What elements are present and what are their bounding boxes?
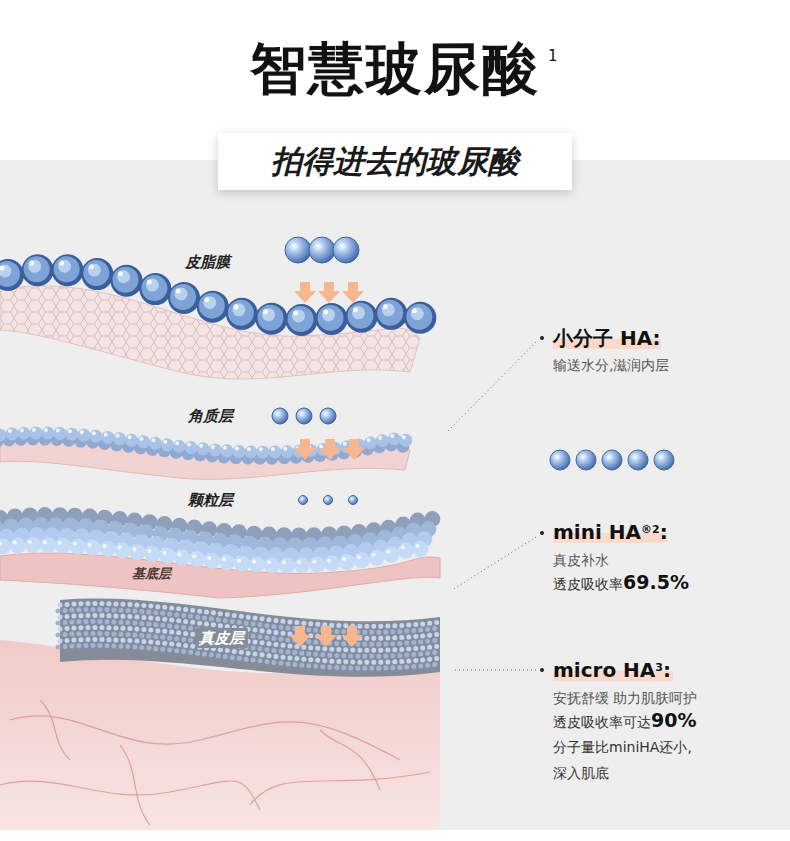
dermis-tissue-part-part — [0, 781, 260, 810]
heading-highlights — [553, 339, 673, 681]
mesh-layer-part-part — [60, 640, 440, 663]
molecule-row-part — [550, 450, 570, 470]
falling-molecules-part — [285, 237, 311, 263]
callout-heading: micro HA — [553, 658, 655, 682]
callout-text: 分子量比miniHA还小, 深入肌底 — [553, 739, 692, 781]
mesh-layer — [58, 599, 440, 677]
leader-lines — [447, 342, 536, 670]
dermis-tissue-part-part — [320, 730, 380, 790]
corneum-bubbles-part — [0, 430, 408, 449]
falling-molecules-part — [296, 408, 312, 424]
falling-molecules-part — [320, 408, 336, 424]
down-arrows-part — [341, 626, 363, 647]
down-arrows — [289, 282, 365, 647]
label-row: micro HA3: — [553, 658, 671, 684]
molecule-row-part — [628, 450, 648, 470]
down-arrows-part — [294, 439, 316, 460]
falling-molecules-part — [272, 408, 288, 424]
panel-ground — [0, 160, 790, 830]
label-row: 1 — [548, 44, 558, 68]
dermis-tissue-part — [0, 700, 430, 825]
dermis-tissue-part-part — [40, 700, 70, 760]
callout-number: 90% — [651, 709, 696, 731]
granular-bubbles-part — [0, 545, 428, 565]
down-arrows-part — [343, 439, 365, 460]
leader-lines-part — [447, 342, 536, 432]
label-row: 小分子 HA: — [553, 326, 661, 352]
down-arrows-part — [319, 439, 341, 460]
molecule-row-part — [602, 450, 622, 470]
callout-text: 输送水分,滋润内层 — [553, 357, 669, 373]
footnote-number: 1 — [548, 47, 558, 65]
layer-name: 基底层 — [128, 565, 175, 582]
label-row: 颗粒层 — [188, 488, 233, 512]
down-arrows-part — [318, 282, 340, 303]
dermis-tissue-part-part — [250, 772, 430, 805]
sebum-bubbles — [2, 263, 428, 322]
granular-bubbles-part — [0, 542, 425, 562]
label-row: 角质层 — [188, 404, 233, 428]
mesh-layer-part-part — [58, 646, 438, 669]
callout-text: 安抚舒缓 助力肌肤呵护 — [553, 690, 697, 706]
layer-name: 真皮层 — [195, 628, 248, 648]
falling-molecules-part — [324, 496, 333, 505]
falling-molecules-part — [299, 496, 308, 505]
layer-name: 颗粒层 — [188, 491, 233, 509]
label-row: 皮脂膜 — [185, 250, 230, 274]
sebum-bubbles-part — [8, 270, 428, 322]
molecule-row-part — [654, 450, 674, 470]
down-arrows-part — [342, 282, 364, 303]
mesh-layer-part — [58, 604, 440, 669]
leader-lines-part — [452, 670, 536, 671]
dermis-tissue-part-part — [120, 745, 150, 825]
subtitle-text: 拍得进去的玻尿酸 — [271, 143, 519, 180]
label-row: 透皮吸收率可达90% — [553, 708, 696, 734]
label-row: 基底层 — [128, 561, 175, 586]
dermis-tissue-part-part — [10, 716, 400, 760]
falling-molecules-part — [349, 496, 358, 505]
callout-number: 69.5% — [623, 571, 689, 593]
falling-molecules-part — [309, 237, 335, 263]
label-row: 真皮层 — [195, 626, 248, 650]
granular-bubbles — [0, 515, 440, 565]
label-row: mini HA®2: — [553, 520, 668, 546]
label-row: 安抚舒缓 助力肌肤呵护 — [553, 686, 697, 710]
falling-molecules-part — [333, 237, 359, 263]
molecule-row — [550, 450, 674, 470]
layer-name: 皮脂膜 — [185, 253, 230, 271]
footnote-mark: ®2 — [641, 523, 660, 536]
title-holder: 智慧玻尿酸 — [0, 34, 790, 104]
down-arrows-part — [294, 282, 316, 303]
layer-name: 角质层 — [188, 407, 233, 425]
dermis-tissue-part — [0, 640, 440, 830]
title: 智慧玻尿酸 — [250, 36, 540, 101]
callout-heading: 小分子 HA: — [553, 326, 661, 350]
sebum-bubbles-part — [5, 266, 425, 318]
molecule-row-part — [576, 450, 596, 470]
label-row: 分子量比miniHA还小, 深入肌底 — [553, 734, 703, 786]
leader-dots-part — [540, 668, 544, 672]
leader-lines-part — [452, 537, 536, 590]
callout-heading: mini HA — [553, 520, 641, 544]
callout-text: 真皮补水 — [553, 552, 609, 568]
down-arrows-part — [289, 626, 311, 647]
label-row: 真皮补水 — [553, 548, 609, 572]
down-arrows-part — [315, 626, 337, 647]
callout-text: 透皮吸收率可达 — [553, 714, 651, 730]
subtitle-box: 拍得进去的玻尿酸 — [218, 133, 572, 190]
callout-heading: : — [663, 658, 671, 682]
falling-molecules — [272, 237, 359, 505]
label-row: 透皮吸收率69.5% — [553, 570, 689, 596]
mesh-layer-part — [60, 599, 440, 677]
leader-dots — [540, 336, 544, 672]
label-row: 输送水分,滋润内层 — [553, 353, 669, 377]
callout-heading: : — [660, 520, 668, 544]
leader-dots-part — [540, 531, 544, 535]
leader-dots-part — [540, 336, 544, 340]
footnote-mark: 3 — [655, 661, 663, 674]
dermis-tissue — [0, 640, 440, 830]
callout-text: 透皮吸收率 — [553, 576, 623, 592]
